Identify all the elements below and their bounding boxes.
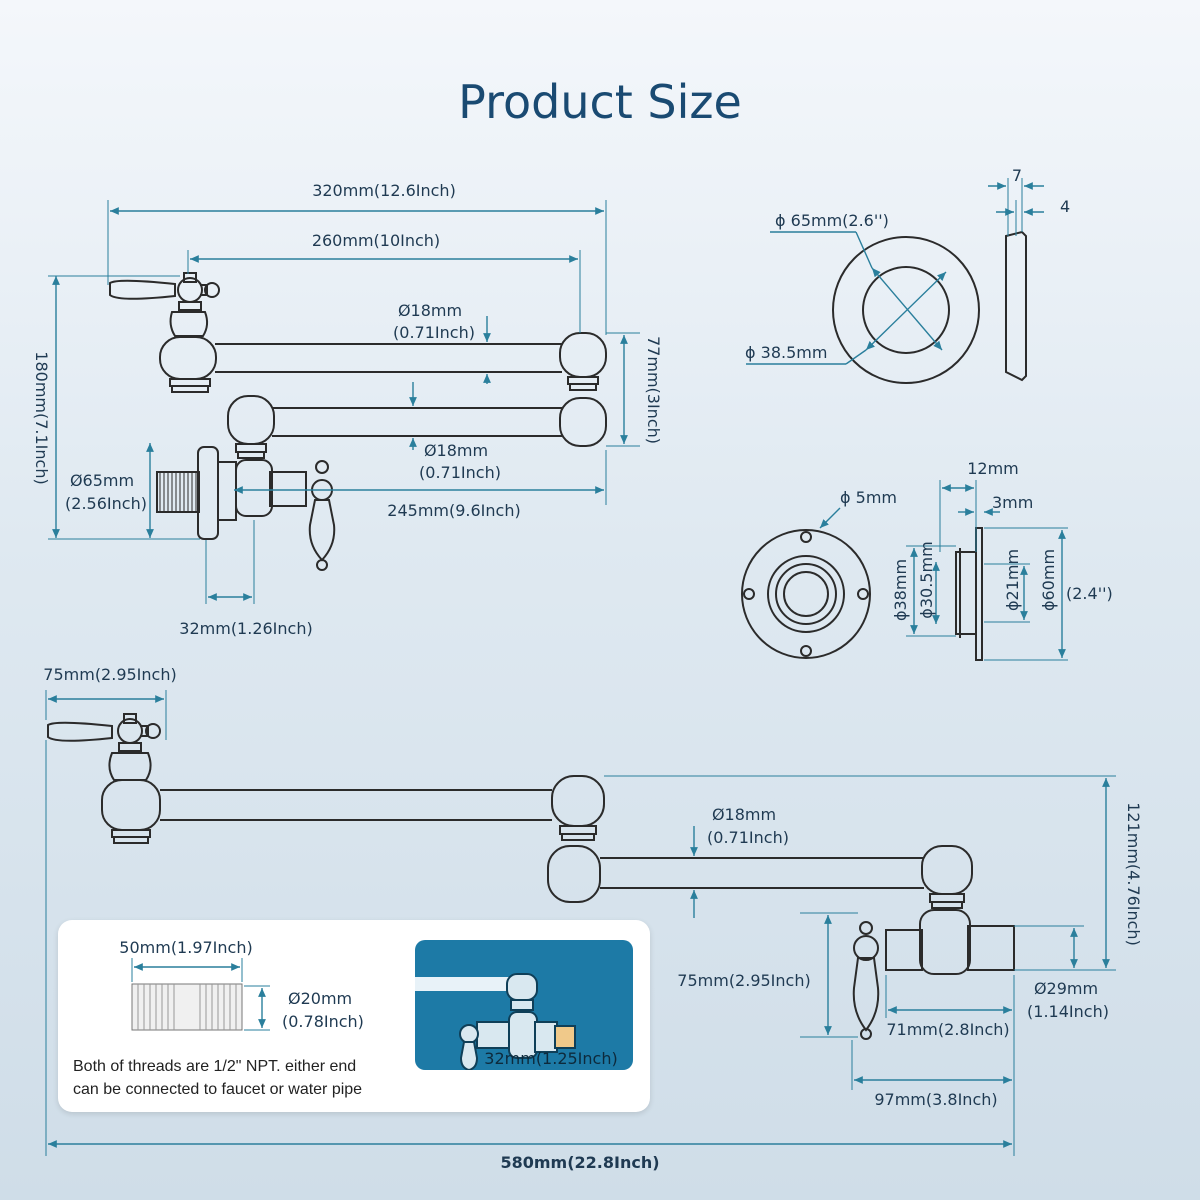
dim-flange-lip: 3mm <box>992 493 1033 512</box>
thread-drawing: 50mm(1.97Inch) Ø20mm (0.78Inch) <box>119 938 364 1031</box>
dim-total-length: 580mm(22.8Inch) <box>500 1153 659 1172</box>
dim-arm-dia-upper-in: (0.71Inch) <box>393 323 475 342</box>
thread-note-line-1: Both of threads are 1/2" NPT. either end <box>73 1058 357 1075</box>
dim-arm-dia-lower-in: (0.71Inch) <box>419 463 501 482</box>
dim-pipe-dia: Ø29mm <box>1034 979 1098 998</box>
dim-front-arm-dia: Ø18mm <box>712 805 776 824</box>
dim-arm-dia-lower: Ø18mm <box>424 441 488 460</box>
dim-escutcheon-thick-a: 7 <box>1012 166 1022 185</box>
dim-d305: ϕ30.5mm <box>917 541 936 618</box>
dim-inner-width: 260mm(10Inch) <box>312 231 440 250</box>
inset-dim-label: 32mm(1.25Inch) <box>484 1049 617 1068</box>
inset-drawing: 32mm(1.25Inch) <box>415 973 618 1070</box>
dim-overall-width: 320mm(12.6Inch) <box>312 181 456 200</box>
dim-hole-dia: ϕ 5mm <box>840 488 897 507</box>
dim-body-offset: 32mm(1.26Inch) <box>179 619 312 638</box>
dim-thread-length: 50mm(1.97Inch) <box>119 938 252 957</box>
dim-arm-gap: 77mm(3Inch) <box>644 336 663 444</box>
dim-valve-height: 75mm(2.95Inch) <box>677 971 810 990</box>
dim-thread-dia-in: (0.78Inch) <box>282 1012 364 1031</box>
dim-lower-length: 245mm(9.6Inch) <box>387 501 520 520</box>
dim-escutcheon-inner: ϕ 38.5mm <box>745 343 827 362</box>
dim-arm-dia-upper: Ø18mm <box>398 301 462 320</box>
dim-escutcheon-thick-b: 4 <box>1060 197 1070 216</box>
dim-flange-dia-in: (2.56Inch) <box>65 494 147 513</box>
dim-escutcheon-outer: ϕ 65mm(2.6'') <box>775 211 889 230</box>
dim-d21: ϕ21mm <box>1003 549 1022 611</box>
dim-handle-width: 75mm(2.95Inch) <box>43 665 176 684</box>
thread-note-text: Both of threads are 1/2" NPT. either end… <box>73 1055 413 1101</box>
dim-d38: ϕ38mm <box>891 559 910 621</box>
dim-thread-dia: Ø20mm <box>288 989 352 1008</box>
thread-note-card: 50mm(1.97Inch) Ø20mm (0.78Inch) Both of … <box>58 920 650 1112</box>
dim-top-height: 180mm(7.1Inch) <box>32 351 51 484</box>
dim-d60: ϕ60mm <box>1039 549 1058 611</box>
dim-body-len: 97mm(3.8Inch) <box>874 1090 997 1109</box>
thread-note-line-2: can be connected to faucet or water pipe <box>73 1081 363 1098</box>
front-view-faucet <box>45 690 1116 1156</box>
thread-inset-photo: 32mm(1.25Inch) <box>415 940 633 1070</box>
dim-pipe-len: 71mm(2.8Inch) <box>886 1020 1009 1039</box>
dim-flange-width: 12mm <box>967 459 1019 478</box>
dim-front-height: 121mm(4.76Inch) <box>1124 802 1143 946</box>
mount-flange <box>741 480 1068 661</box>
dim-d60-in: (2.4'') <box>1066 584 1113 603</box>
top-view-faucet <box>48 200 640 604</box>
escutcheon-plate <box>746 178 1044 384</box>
page-title: Product Size <box>458 75 742 129</box>
dim-front-arm-dia-in: (0.71Inch) <box>707 828 789 847</box>
dim-flange-dia: Ø65mm <box>70 471 134 490</box>
dim-pipe-dia-in: (1.14Inch) <box>1027 1002 1109 1021</box>
